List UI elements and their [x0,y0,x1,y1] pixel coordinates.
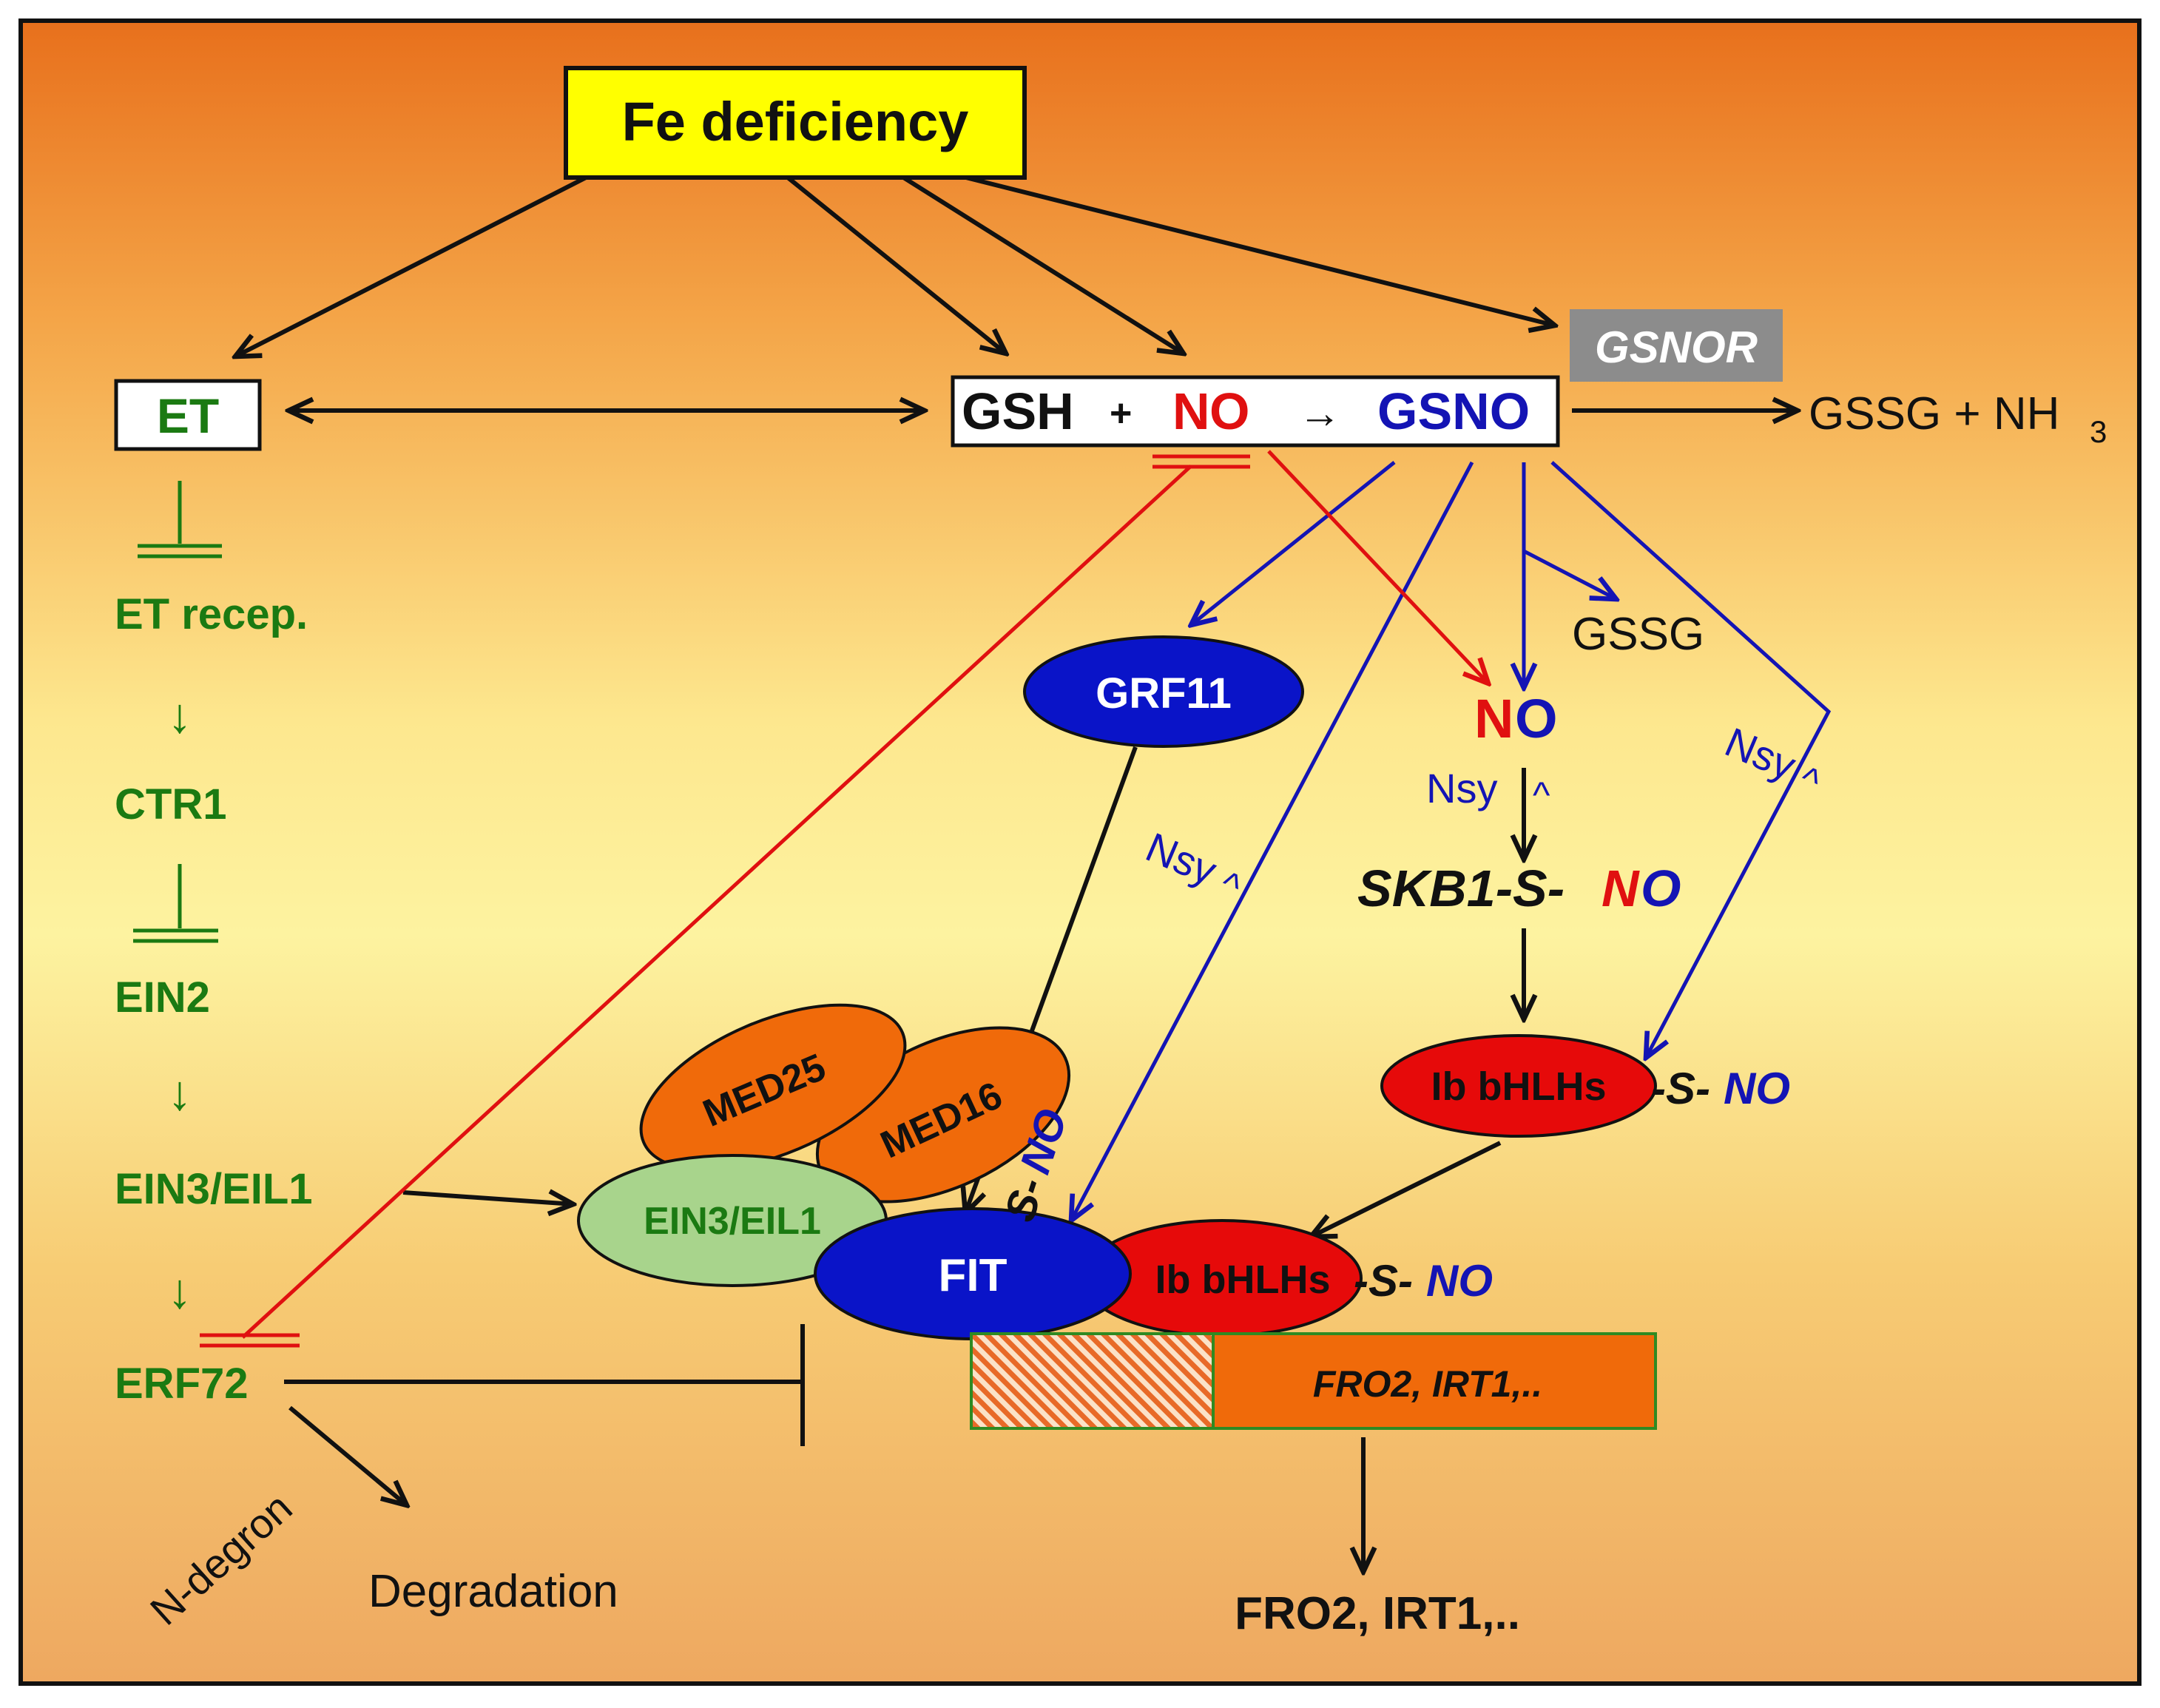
gsno-label: GSNO [1377,382,1530,440]
bhlh-top-label: Ib bHLHs [1431,1064,1607,1109]
fe-deficiency-box [564,66,1027,180]
et-pathway-connectors [133,481,222,943]
et-recep-label: ET recep. [115,590,308,638]
arrow-fe-to-gsnor [954,172,1555,325]
gssg-nh3-label: GSSG + NH [1809,388,2059,439]
blue-arrows [1071,461,1832,1221]
fe-deficiency-label: Fe deficiency [622,91,969,152]
no-n-label: N [1172,382,1210,440]
fit-label: FIT [939,1250,1008,1301]
ctr1-label: CTR1 [115,780,226,828]
et-box [114,379,262,451]
target-genes-output: FRO2, IRT1,.. [1235,1588,1520,1639]
gsno-reaction-box [951,375,1560,448]
arrow-ein3-to-complex [402,1192,573,1204]
arrow-gsno-to-gssg [1522,549,1616,599]
arrow-fe-to-et [235,172,593,357]
med25-ellipse [639,1003,907,1172]
et-label: ET [157,388,219,443]
nsy-caret-center: ^ [1533,774,1550,816]
nh3-subscript: 3 [2090,414,2107,449]
et-down-arrow-2: ↓ [168,1065,192,1120]
free-no-n: N [1474,688,1513,749]
gene-box-label: FRO2, IRT1,.. [1313,1363,1542,1405]
et-down-arrow-3: ↓ [168,1263,192,1318]
grf11-ellipse [1023,635,1304,748]
plus-sign: + [1110,392,1132,435]
ein3-eil1-label: EIN3/EIL1 [115,1165,313,1213]
nsy-text-center: Nsy [1426,765,1497,811]
arrow-gsno-to-bhlh [1550,461,1832,1058]
skb1-no-n: N [1602,860,1640,917]
gene-box [1212,1332,1657,1430]
ein3-complex-label: EIN3/EIL1 [644,1200,821,1243]
promoter-box [970,1332,1215,1430]
diagram-frame [18,18,2142,1686]
arrow-fe-to-no [897,172,1184,354]
no-o-label: O [1209,382,1249,440]
red-arrows [200,450,1488,1348]
arrow-gsno-to-fit [1071,461,1474,1221]
bhlh-top-ellipse [1380,1034,1657,1138]
gssg-label: GSSG [1572,609,1704,660]
et-down-arrow-1: ↓ [168,688,192,743]
ein2-label: EIN2 [115,973,210,1022]
skb1-label: SKB1-S- [1357,860,1565,917]
arrow-no-to-free-no [1267,450,1488,683]
arrow-gsno-to-grf11 [1191,461,1396,625]
arrow-bhlh-to-complex [1311,1141,1502,1237]
inhibit-no-erf72-line [241,465,1192,1339]
bhlh-bottom-no: NO [1426,1256,1493,1306]
reaction-arrow: → [1298,389,1341,437]
bhlh-top-no: NO [1724,1064,1790,1113]
arrow-fe-to-gsh [783,172,1006,354]
free-no-o: O [1515,688,1558,749]
gsh-label: GSH [962,382,1074,440]
grf11-label: GRF11 [1096,669,1232,718]
degradation-label: Degradation [368,1566,618,1617]
arrow-erf72-to-degradation [288,1405,407,1505]
bhlh-top-s: -S- [1651,1064,1710,1113]
bhlh-bottom-label: Ib bHLHs [1155,1258,1331,1302]
gsnor-box [1570,309,1783,382]
bhlh-bottom-s: -S- [1354,1256,1413,1306]
nsy-label-center: Nsy ^ [1426,765,1550,816]
gsnor-label: GSNOR [1595,323,1758,372]
skb1-no-o: O [1641,860,1681,917]
erf72-label: ERF72 [115,1360,249,1408]
